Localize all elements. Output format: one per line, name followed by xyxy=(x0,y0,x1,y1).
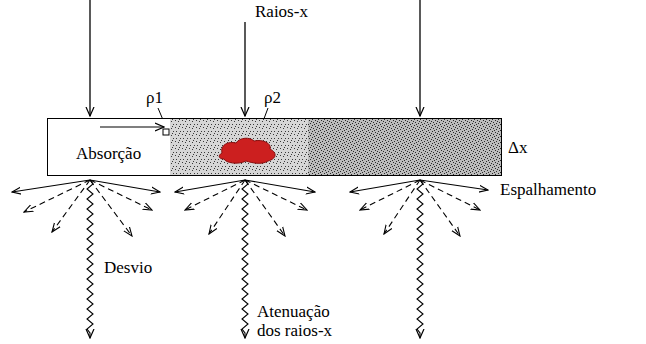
density-label: ρ1 xyxy=(146,88,163,107)
thickness-label: Δx xyxy=(508,138,527,157)
scatter-fans xyxy=(12,180,488,236)
attenuated-rays xyxy=(87,180,423,338)
deviation-label: Desvio xyxy=(104,258,152,277)
incident-rays xyxy=(90,0,420,116)
density-label: ρ2 xyxy=(264,88,281,107)
material-layer: Absorção xyxy=(47,118,502,176)
ray-label: Raios-x xyxy=(255,2,308,21)
scatter-label: Espalhamento xyxy=(500,180,596,199)
attenuation-label: Atenuação dos raios-x xyxy=(257,302,339,340)
layer-label: Absorção xyxy=(76,144,141,163)
